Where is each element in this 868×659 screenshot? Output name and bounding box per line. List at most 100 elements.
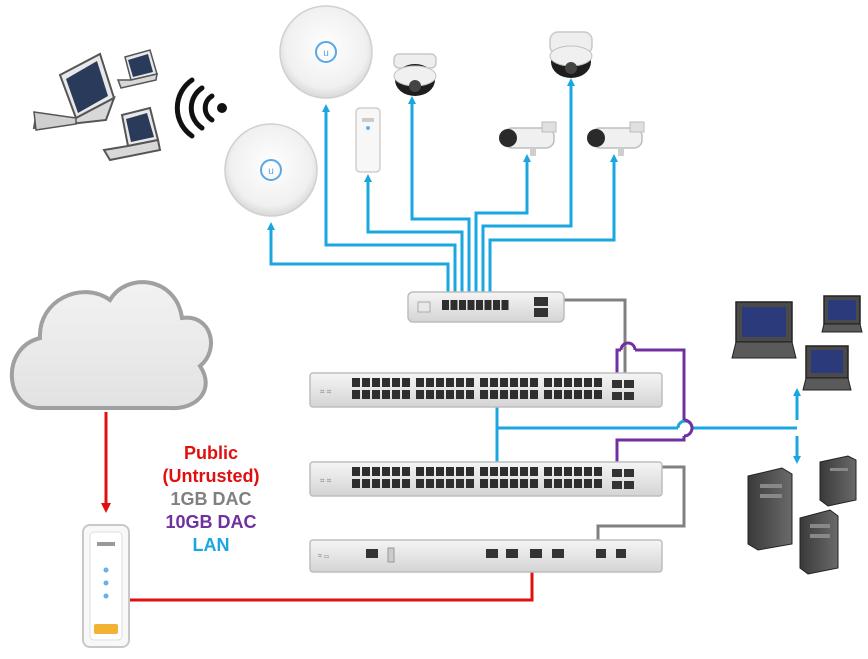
switch-port [372, 479, 380, 488]
switch-port [352, 479, 360, 488]
switch-port [402, 467, 410, 476]
switch-port [382, 378, 390, 387]
switch-port [362, 467, 370, 476]
switch-port [480, 479, 488, 488]
desktop-computer-icon [731, 301, 797, 359]
switch-port [480, 390, 488, 399]
switch-port [382, 467, 390, 476]
switch-port [544, 390, 552, 399]
switch-port [456, 467, 464, 476]
switch-port [466, 390, 474, 399]
switch-port [500, 479, 508, 488]
switch-port [574, 479, 582, 488]
switch-port [446, 390, 454, 399]
switch-port [554, 467, 562, 476]
switch-port [362, 479, 370, 488]
switch-port [446, 378, 454, 387]
switch-port [500, 378, 508, 387]
switch-port [544, 467, 552, 476]
switch-port [426, 467, 434, 476]
laptop-icon [32, 52, 116, 131]
switch-port [446, 479, 454, 488]
svg-text:⌗ ▭: ⌗ ▭ [318, 553, 330, 560]
switch-port [510, 479, 518, 488]
switch-port [372, 390, 380, 399]
switch-port [554, 378, 562, 387]
switch-48-port-icon: ⌗ ⌗ [309, 461, 663, 497]
legend: Public (Untrusted) 1GB DAC 10GB DAC LAN [146, 442, 276, 557]
switch-port [510, 378, 518, 387]
switch-port [426, 378, 434, 387]
switch-port [510, 390, 518, 399]
access-point-icon: u [224, 123, 318, 217]
security-gateway-icon: ⌗ ▭ [309, 539, 663, 573]
switch-port [436, 467, 444, 476]
legend-1gb-dac: 1GB DAC [170, 489, 252, 509]
switch-port [564, 467, 572, 476]
switch-port [372, 378, 380, 387]
switch-48-port-ports [352, 467, 602, 488]
switch-port [456, 378, 464, 387]
switch-port [372, 467, 380, 476]
switch-port [426, 479, 434, 488]
switch-port [416, 378, 424, 387]
switch-port [416, 467, 424, 476]
switch-port [564, 390, 572, 399]
switch-port [480, 378, 488, 387]
switch-port [564, 479, 572, 488]
switch-port [467, 300, 475, 310]
switch-port [456, 390, 464, 399]
switch-port [530, 378, 538, 387]
switch-port [530, 467, 538, 476]
switch-port [574, 378, 582, 387]
switch-48-port-icon: ⌗ ⌗ [309, 372, 663, 408]
switch-port [402, 378, 410, 387]
bullet-camera-icon [587, 121, 645, 156]
svg-text:u: u [323, 48, 329, 59]
svg-text:⌗ ⌗: ⌗ ⌗ [320, 387, 332, 396]
switch-port [466, 479, 474, 488]
server-tower-icon [799, 509, 839, 575]
laptop-icon [116, 49, 158, 89]
switch-port [500, 467, 508, 476]
switch-port [459, 300, 466, 310]
svg-text:u: u [268, 166, 274, 177]
switch-port [416, 479, 424, 488]
cable-modem-icon [82, 524, 130, 648]
switch-port [416, 390, 424, 399]
switch-port [574, 390, 582, 399]
dome-camera-icon [393, 53, 437, 96]
switch-port [594, 390, 602, 399]
switch-port [520, 479, 528, 488]
dac-1g-cables [547, 295, 686, 548]
switch-port [584, 467, 592, 476]
public-cables [101, 412, 537, 602]
switch-port [382, 390, 390, 399]
switch-port [594, 467, 602, 476]
legend-10gb-dac: 10GB DAC [165, 512, 257, 532]
switch-port [530, 479, 538, 488]
switch-port [490, 479, 498, 488]
switch-port [564, 378, 572, 387]
switch-port [402, 390, 410, 399]
mesh-access-point-icon [355, 107, 381, 173]
switch-port [442, 300, 449, 310]
cloud-icon [9, 280, 213, 411]
bullet-camera-icon [499, 121, 557, 156]
legend-lan: LAN [192, 535, 230, 555]
switch-port [484, 300, 492, 310]
server-tower-icon [819, 455, 857, 507]
switch-port [594, 479, 602, 488]
switch-port [490, 467, 498, 476]
switch-port [510, 467, 518, 476]
switch-port [501, 300, 509, 310]
access-point-icon: u [279, 5, 373, 99]
switch-port [544, 479, 552, 488]
switch-port [490, 378, 498, 387]
switch-port [450, 300, 458, 310]
switch-port [382, 479, 390, 488]
switch-port [584, 378, 592, 387]
switch-port [520, 390, 528, 399]
